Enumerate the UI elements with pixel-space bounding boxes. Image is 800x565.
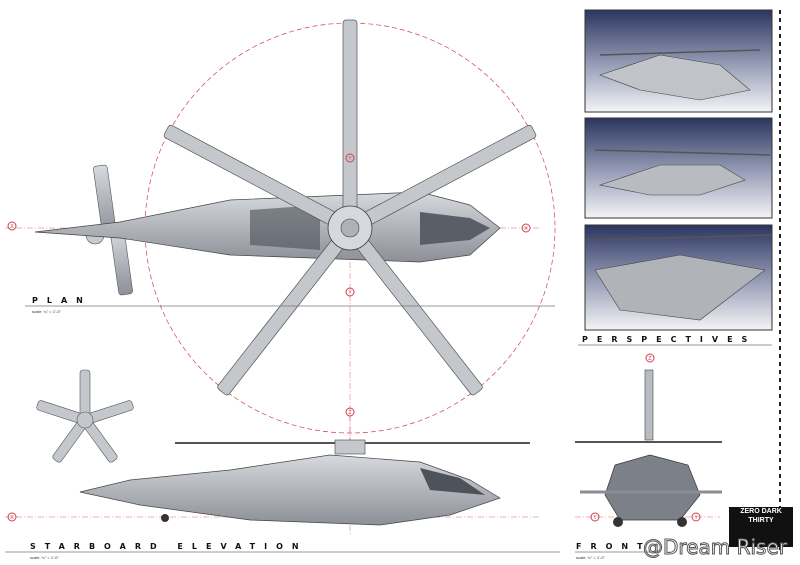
cockpit-canopy: [420, 212, 490, 245]
axis-marker-y: Y: [347, 156, 352, 162]
plan-label: PLAN: [32, 296, 92, 305]
fuselage-side: [79, 454, 501, 526]
axis-marker-y: Y: [592, 515, 597, 521]
perspectives-label: PERSPECTIVES: [582, 335, 757, 344]
watermark: @Dream Riser: [643, 535, 788, 560]
title-block-title: ZERO DARK THIRTY: [740, 508, 782, 524]
axis-markers: [7, 153, 701, 522]
tail-rotor-side: [36, 369, 134, 463]
front-view: [575, 369, 722, 527]
fuselage-front: [604, 454, 701, 521]
front-scale: scale: ¼" = 1'-0": [576, 555, 605, 560]
axis-marker-y: Y: [347, 290, 352, 296]
axis-marker-x: X: [524, 226, 528, 232]
main-rotor-blades: [163, 19, 537, 396]
plan-scale: scale: ¼" = 1'-0": [32, 309, 61, 314]
axis-marker-x: X: [10, 224, 14, 230]
starboard-scale: scale: ¼" = 1'-0": [30, 555, 59, 560]
axis-marker-z: Z: [348, 410, 352, 416]
axis-marker-y: Y: [693, 515, 698, 521]
cockpit-side: [420, 468, 485, 495]
title-block: ZERO DARK THIRTY: [729, 507, 793, 547]
axis-marker-z: Z: [648, 356, 652, 362]
perspective-panels: [584, 9, 773, 331]
starboard-elevation-view: [5, 369, 540, 535]
plan-view: [5, 19, 556, 440]
front-rotor-blade: [644, 369, 654, 441]
starboard-elevation-label: STARBOARD ELEVATION: [30, 542, 308, 551]
axis-marker-x: X: [10, 515, 14, 521]
front-label: FRONT: [576, 542, 652, 551]
